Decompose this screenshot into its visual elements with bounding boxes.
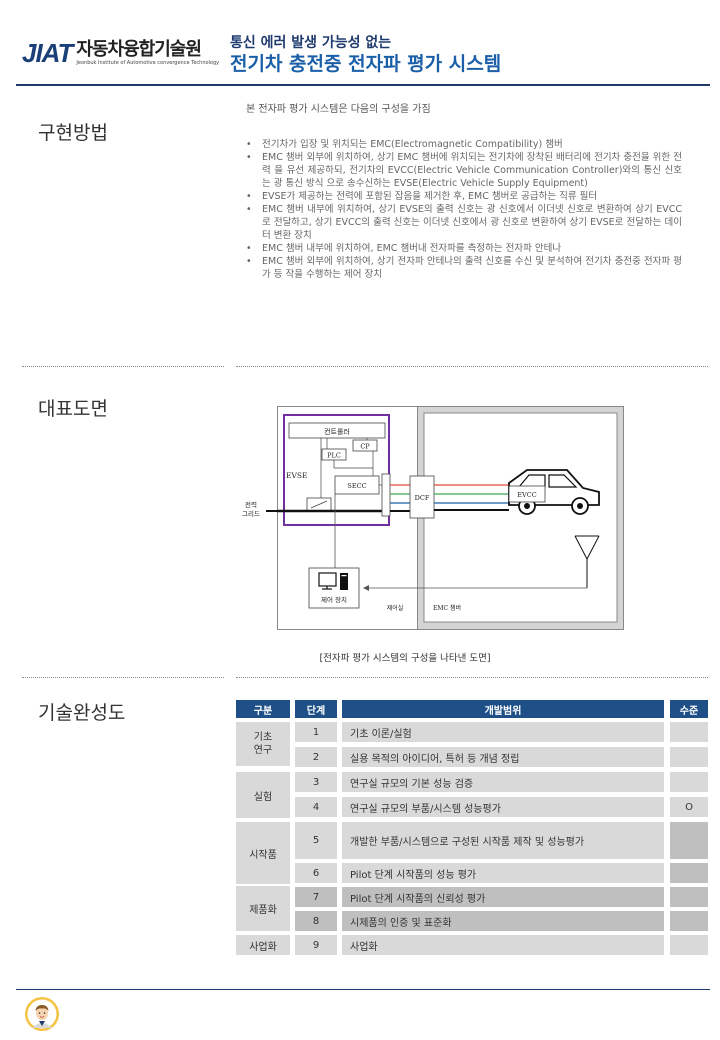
page-title: 전기차 충전중 전자파 평가 시스템 [230,53,502,75]
logo-english-name: Jeonbuk Institute of Automotive converge… [76,60,220,66]
system-diagram: EVSE 컨트롤러 CP PLC SECC . DCF [277,406,624,630]
table-row-scope: 연구실 규모의 기본 성능 검증 [342,772,664,792]
table-row-scope: 기초 이론/실험 [342,722,664,742]
logo-korean-name: 자동차융합기술원 [76,39,201,60]
table-row-step: 9 [295,935,337,955]
table-row-step: 5 [295,822,337,859]
power-line-stub [266,510,278,512]
evcc-label: EVCC [517,491,536,499]
logo-mark: JIAT [22,38,73,68]
table-header-scope: 개발범위 [342,700,664,718]
table-row-scope: Pilot 단계 시작품의 성능 평가 [342,863,664,883]
table-row-step: 1 [295,722,337,742]
secc-label: SECC [347,482,366,490]
table-row-scope: 개발한 부품/시스템으로 구성된 시작품 제작 및 성능평가 [342,822,664,859]
section-divider [22,366,224,367]
table-row-step: 7 [295,887,337,907]
impl-bullet-list: 전기차가 입장 및 위치되는 EMC(Electromagnetic Compa… [244,138,682,281]
table-row-step: 3 [295,772,337,792]
table-row-level [670,722,708,742]
dcf-box [409,475,435,519]
list-item: EVSE가 제공하는 전력에 포함된 잡음을 제거한 후, EMC 챔버로 공급… [244,190,682,203]
jiat-logo: JIAT 자동차융합기술원 Jeonbuk Institute of Autom… [22,40,219,67]
cp-box [352,439,378,452]
table-row-level [670,747,708,767]
table-row-scope: Pilot 단계 시작품의 신뢰성 평가 [342,887,664,907]
evse-box [283,414,390,526]
table-row-level [670,911,708,931]
plc-label: PLC [327,452,341,460]
impl-intro: 본 전자파 평가 시스템은 다음의 구성을 가짐 [246,104,431,115]
figure-caption: [전자파 평가 시스템의 구성을 나타낸 도면] [319,653,491,664]
table-row-level [670,772,708,792]
section-label-maturity: 기술완성도 [38,702,126,724]
footer-divider [16,989,710,990]
section-label-drawing: 대표도면 [38,398,108,420]
group-basic-research: 기초 연구 [236,722,290,766]
section-divider [22,677,224,678]
evcc-box [508,485,546,503]
emc-chamber-inner [423,412,618,623]
cp-label: CP [360,443,370,451]
table-header-step: 단계 [295,700,337,718]
table-row-level [670,935,708,955]
dcf-label: DCF [415,494,430,502]
table-row-level [670,887,708,907]
section-label-impl: 구현방법 [38,122,108,144]
section-divider [236,366,708,367]
group-commercialization: 사업화 [236,935,290,955]
person-avatar-icon [25,997,59,1031]
list-item: EMC 챔버 외부에 위치하여, 상기 전자파 안테나의 출력 신호를 수신 및… [244,255,682,281]
list-item: EMC 챔버 외부에 위치하여, 상기 EMC 챔버에 위치되는 전기차에 장착… [244,151,682,190]
table-row-step: 2 [295,747,337,767]
table-row-scope: 사업화 [342,935,664,955]
table-header-level: 수준 [670,700,708,718]
emc-chamber-label: EMC 챔버 [433,604,461,612]
table-row-step: 4 [295,797,337,817]
table-row-scope: 시제품의 인증 및 표준화 [342,911,664,931]
table-row-step: 6 [295,863,337,883]
page-header: JIAT 자동차융합기술원 Jeonbuk Institute of Autom… [0,0,720,88]
section-divider [236,677,708,678]
list-item: EMC 챔버 내부에 위치하여, 상기 EVSE의 출력 신호는 광 신호에서 … [244,203,682,242]
title-block: 통신 에러 발생 가능성 없는 전기차 충전중 전자파 평가 시스템 [230,34,501,76]
table-row-level: O [670,797,708,817]
header-divider [16,84,710,86]
table-row-level [670,863,708,883]
group-productization: 제품화 [236,886,290,931]
table-row-step: 8 [295,911,337,931]
page-subtitle: 통신 에러 발생 가능성 없는 [230,35,392,51]
group-prototype: 시작품 [236,822,290,884]
control-room-label: 제어실 [387,604,404,612]
group-experiment: 실험 [236,772,290,818]
controller-label: 컨트롤러 [324,427,350,436]
optical-connector [381,473,391,517]
computer-icon [318,572,348,590]
table-header-category: 구분 [236,700,290,718]
list-item: 전기차가 입장 및 위치되는 EMC(Electromagnetic Compa… [244,138,682,151]
evse-label: EVSE [286,471,308,480]
table-row-scope: 실용 목적의 아이디어, 특허 등 개념 정립 [342,747,664,767]
table-row-scope: 연구실 규모의 부품/시스템 성능평가 [342,797,664,817]
control-device-label: 제어 장치 [321,595,347,604]
controller-box [288,422,386,439]
list-item: EMC 챔버 내부에 위치하여, EMC 챔버내 전자파를 측정하는 전자파 안… [244,242,682,255]
antenna-icon [574,535,600,588]
power-grid-label: 전력 그리드 [242,501,260,518]
table-row-level [670,822,708,859]
